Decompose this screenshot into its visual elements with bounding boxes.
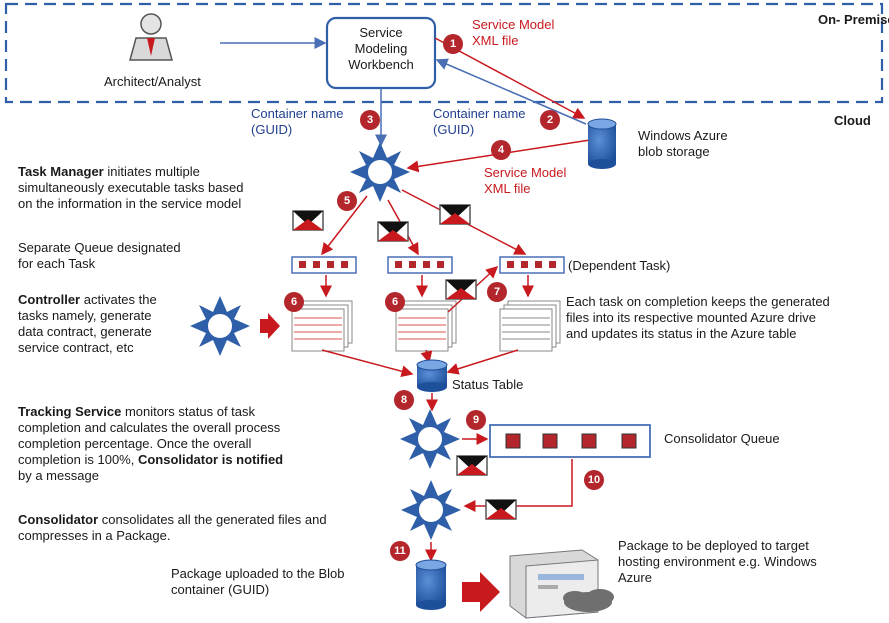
step-marker: 7: [487, 282, 507, 302]
controller-arrow-icon: [260, 313, 280, 339]
completion-note-2: files into its respective mounted Azure …: [566, 310, 817, 325]
step-marker: 9: [466, 410, 486, 430]
completion-note-1: Each task on completion keeps the genera…: [566, 294, 830, 309]
completion-note-3: and updates its status in the Azure tabl…: [566, 326, 797, 341]
service-model-label-4b: XML file: [484, 181, 531, 196]
container-guid-label-3: (GUID): [251, 122, 293, 137]
task-manager-icon: [350, 142, 410, 202]
package-upload-label-1: Package uploaded to the Blob: [171, 566, 345, 581]
controller-note-4: service contract, etc: [18, 340, 134, 355]
blob-label-1: Windows Azure: [638, 128, 728, 143]
service-model-label-4: Service Model: [484, 165, 567, 180]
arrow-task1-to-status: [321, 349, 414, 378]
queue-note-1: Separate Queue designated: [18, 240, 181, 255]
cloud-label: Cloud: [834, 113, 871, 128]
package-upload-label-2: container (GUID): [171, 582, 270, 597]
status-table-icon: [416, 359, 448, 392]
task-queue: [387, 256, 453, 274]
message-envelope-icon: [456, 455, 488, 476]
step-marker: 11: [390, 541, 410, 561]
on-premise-label: On- Premise: [818, 12, 889, 27]
workbench-label-line2: Modeling: [354, 41, 408, 56]
tracking-note-3: completion percentage. Once the overall: [18, 436, 252, 451]
task-document-stack: [499, 300, 561, 352]
blob-label-2: blob storage: [638, 144, 710, 159]
step-marker: 10: [584, 470, 604, 490]
step-marker: 6: [284, 292, 304, 312]
tracking-note-2: completion and calculates the overall pr…: [18, 420, 281, 435]
step-marker: 1: [443, 34, 463, 54]
workbench-label-line3: Workbench: [348, 57, 414, 72]
message-envelope-icon: [445, 279, 477, 300]
blob-storage-icon: [587, 118, 617, 169]
step-marker: 5: [337, 191, 357, 211]
step-marker: 3: [360, 110, 380, 130]
message-envelope-icon: [485, 499, 517, 520]
step-marker: 4: [491, 140, 511, 160]
message-envelope-icon: [377, 221, 409, 242]
server-icon: [509, 549, 614, 619]
queue-note-2: for each Task: [18, 256, 96, 271]
arrow-tm-to-queue1: [321, 195, 368, 256]
tracking-note: Tracking Service monitors status of task: [18, 404, 256, 419]
package-deploy-label-3: Azure: [618, 570, 652, 585]
tracking-service-icon: [400, 409, 460, 469]
package-deploy-label-1: Package to be deployed to target: [618, 538, 809, 553]
task-document-stack: [291, 300, 353, 352]
task-manager-note-3: on the information in the service model: [18, 196, 242, 211]
tracking-note-4: completion is 100%, Consolidator is noti…: [18, 452, 284, 467]
arrow-workbench-to-blob: [434, 37, 586, 119]
status-table-label: Status Table: [452, 377, 524, 392]
architect-label: Architect/Analyst: [104, 74, 201, 89]
controller-note-2: tasks namely, generate: [18, 308, 152, 323]
arrow-task3-to-status: [446, 349, 519, 375]
task-document-stack: [395, 300, 457, 352]
task-queue-dependent: [499, 256, 565, 274]
consolidator-queue-label: Consolidator Queue: [664, 431, 780, 446]
package-storage-icon: [415, 559, 447, 610]
service-model-label-1: Service Model: [472, 17, 555, 32]
consolidator-icon: [401, 480, 461, 540]
task-manager-note-2: simultaneously executable tasks based: [18, 180, 244, 195]
architect-icon: [129, 13, 173, 61]
task-manager-note: Task Manager initiates multiple: [18, 164, 200, 179]
step-marker: 6: [385, 292, 405, 312]
container-name-label-2: Container name: [433, 106, 526, 121]
message-envelope-icon: [439, 204, 471, 225]
tracking-note-5: by a message: [18, 468, 99, 483]
consolidator-note: Consolidator consolidates all the genera…: [18, 512, 327, 527]
controller-icon: [190, 296, 250, 356]
container-guid-label-2: (GUID): [433, 122, 475, 137]
container-name-label-3: Container name: [251, 106, 344, 121]
workbench-label-line1: Service: [359, 25, 403, 40]
step-marker: 8: [394, 390, 414, 410]
controller-note: Controller activates the: [18, 292, 157, 307]
on-premise-boundary: [4, 2, 884, 104]
controller-note-3: data contract, generate: [18, 324, 152, 339]
task-queue: [291, 256, 357, 274]
message-envelope-icon: [292, 210, 324, 231]
consolidator-queue: [489, 424, 651, 458]
package-deploy-label-2: hosting environment e.g. Windows: [618, 554, 817, 569]
step-marker: 2: [540, 110, 560, 130]
consolidator-note-2: compresses in a Package.: [18, 528, 171, 543]
deploy-arrow-icon: [462, 572, 500, 612]
dependent-task-label: (Dependent Task): [568, 258, 671, 273]
arrow-blob-to-workbench: [435, 58, 587, 125]
service-model-label-1b: XML file: [472, 33, 519, 48]
